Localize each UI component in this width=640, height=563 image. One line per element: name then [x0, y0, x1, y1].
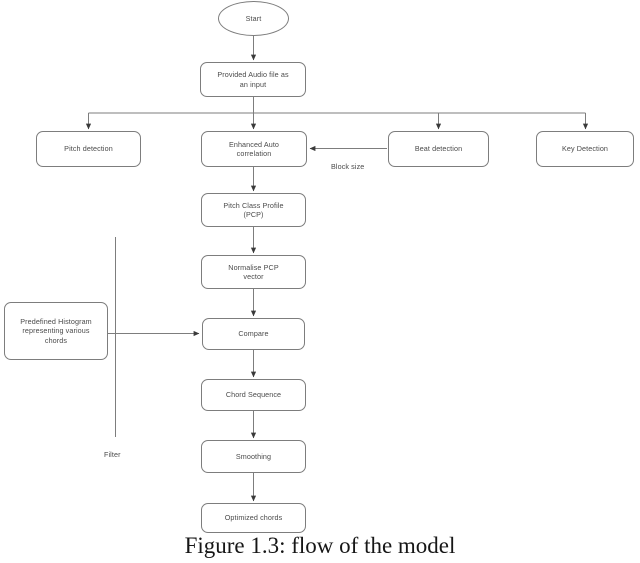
- node-start: Start: [218, 1, 289, 36]
- node-smoothing: Smoothing: [201, 440, 306, 473]
- node-pitch_detection: Pitch detection: [36, 131, 141, 167]
- node-normalise: Normalise PCP vector: [201, 255, 306, 289]
- node-label-start: Start: [245, 13, 262, 23]
- node-label-normalise: Normalise PCP vector: [228, 262, 279, 281]
- node-label-smoothing: Smoothing: [235, 451, 272, 461]
- node-label-histogram: Predefined Histogram representing variou…: [20, 316, 92, 345]
- node-label-beat_detection: Beat detection: [414, 144, 463, 154]
- node-chord_sequence: Chord Sequence: [201, 379, 306, 411]
- node-label-key_detection: Key Detection: [561, 144, 609, 154]
- node-label-chord_sequence: Chord Sequence: [225, 390, 282, 400]
- node-key_detection: Key Detection: [536, 131, 634, 167]
- node-compare: Compare: [202, 318, 305, 350]
- figure-caption: Figure 1.3: flow of the model: [184, 533, 456, 558]
- node-label-pitch_detection: Pitch detection: [64, 144, 113, 154]
- node-enhanced_auto: Enhanced Auto correlation: [201, 131, 307, 167]
- node-label-enhanced_auto: Enhanced Auto correlation: [228, 139, 280, 158]
- edge-label-block_size: Block size: [331, 162, 365, 171]
- node-label-input: Provided Audio file as an input: [217, 70, 289, 89]
- node-beat_detection: Beat detection: [388, 131, 489, 167]
- node-optimized_chords: Optimized chords: [201, 503, 306, 533]
- node-label-pcp: Pitch Class Profile (PCP): [223, 200, 284, 219]
- node-label-optimized_chords: Optimized chords: [224, 513, 283, 523]
- node-histogram: Predefined Histogram representing variou…: [4, 302, 108, 360]
- node-label-compare: Compare: [238, 329, 269, 339]
- node-input: Provided Audio file as an input: [200, 62, 306, 97]
- node-pcp: Pitch Class Profile (PCP): [201, 193, 306, 227]
- edge-label-filter: Filter: [104, 450, 121, 459]
